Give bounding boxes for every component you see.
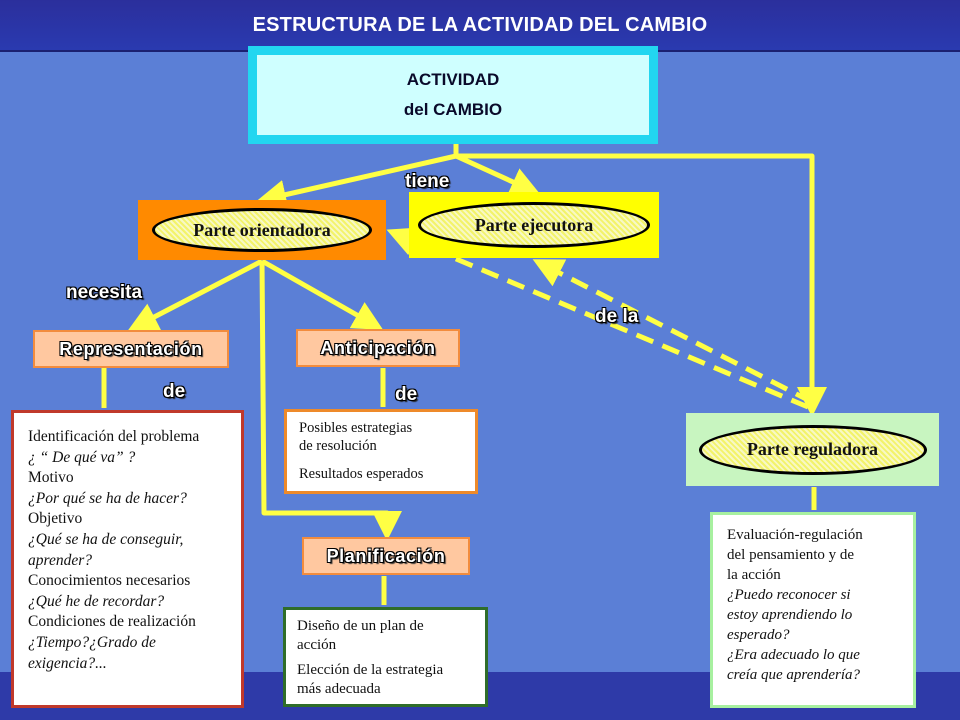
note-line: Motivo — [28, 469, 74, 487]
dashed-reguladora-to-ejecutora — [532, 259, 814, 405]
note-line: Condiciones de realización — [28, 613, 196, 631]
note-line: Objetivo — [28, 510, 83, 528]
parte-orientadora-box: Parte orientadora — [138, 200, 386, 260]
parte-orientadora-label: Parte orientadora — [152, 208, 372, 252]
note-line: Elección de la estrategia — [297, 662, 444, 678]
note-line: la acción — [727, 567, 781, 583]
label-de-representacion: de — [163, 381, 186, 402]
parte-ejecutora-label: Parte ejecutora — [418, 202, 650, 248]
note-line: ¿Por qué se ha de hacer? — [28, 489, 187, 507]
note-representacion: Identificación del problema ¿ “ De qué v… — [11, 410, 244, 708]
parte-reguladora-label: Parte reguladora — [698, 424, 927, 475]
activity-box: ACTIVIDAD del CAMBIO — [248, 46, 658, 144]
note-line: ¿Tiempo?¿Grado de — [28, 633, 156, 651]
note-line: ¿Era adecuado lo que — [727, 647, 860, 663]
note-planificacion: Diseño de un plan de acción Elección de … — [283, 607, 488, 707]
note-line: Conocimientos necesarios — [28, 572, 191, 590]
label-de-anticipacion: de — [395, 384, 418, 405]
connector-to-planificacion — [259, 260, 402, 541]
note-line: ¿Puedo reconocer si — [727, 587, 851, 603]
note-line: del pensamiento y de — [727, 547, 855, 563]
note-line: Evaluación-regulación — [727, 527, 863, 543]
parte-reguladora-box: Parte reguladora — [686, 413, 939, 486]
connector-to-reguladora — [456, 153, 827, 417]
connector-to-orientadora — [256, 153, 457, 210]
concept-anticipacion: Anticipación — [296, 329, 460, 367]
concept-representacion: Representación — [33, 330, 229, 368]
note-line: ¿ “ De qué va” ? — [28, 448, 136, 466]
note-anticipacion: Posibles estrategias de resolución Resul… — [284, 409, 478, 494]
note-reguladora: Evaluación-regulación del pensamiento y … — [710, 512, 916, 708]
dashed-reguladora-to-orientadora — [386, 227, 809, 410]
note-line: de resolución — [299, 438, 377, 454]
parte-ejecutora-box: Parte ejecutora — [409, 192, 659, 258]
note-line: aprender? — [28, 551, 92, 569]
note-line: exigencia?... — [28, 654, 107, 672]
label-necesita: necesita — [66, 282, 143, 303]
activity-line2: del CAMBIO — [403, 100, 503, 119]
connector-to-representacion — [127, 258, 264, 331]
activity-line1: ACTIVIDAD — [406, 70, 500, 89]
note-line: esperado? — [727, 627, 790, 643]
connector-to-ejecutora — [454, 153, 541, 196]
label-tiene: tiene — [405, 171, 450, 192]
note-line: Diseño de un plan de — [297, 618, 424, 634]
note-gap — [299, 455, 463, 465]
note-line: Resultados esperados — [299, 466, 424, 482]
concept-planificacion: Planificación — [302, 537, 470, 575]
note-line: acción — [297, 637, 337, 653]
connector-to-anticipacion — [260, 258, 384, 330]
note-line: Identificación del problema — [28, 428, 200, 445]
note-line: más adecuada — [297, 681, 381, 697]
note-line: creía que aprendería? — [727, 667, 861, 683]
note-line: ¿Qué he de recordar? — [28, 592, 165, 610]
note-line: Posibles estrategias — [299, 420, 413, 436]
note-line: ¿Qué se ha de conseguir, — [28, 530, 184, 548]
note-line: estoy aprendiendo lo — [727, 607, 853, 623]
label-de-la: de la — [595, 306, 639, 327]
